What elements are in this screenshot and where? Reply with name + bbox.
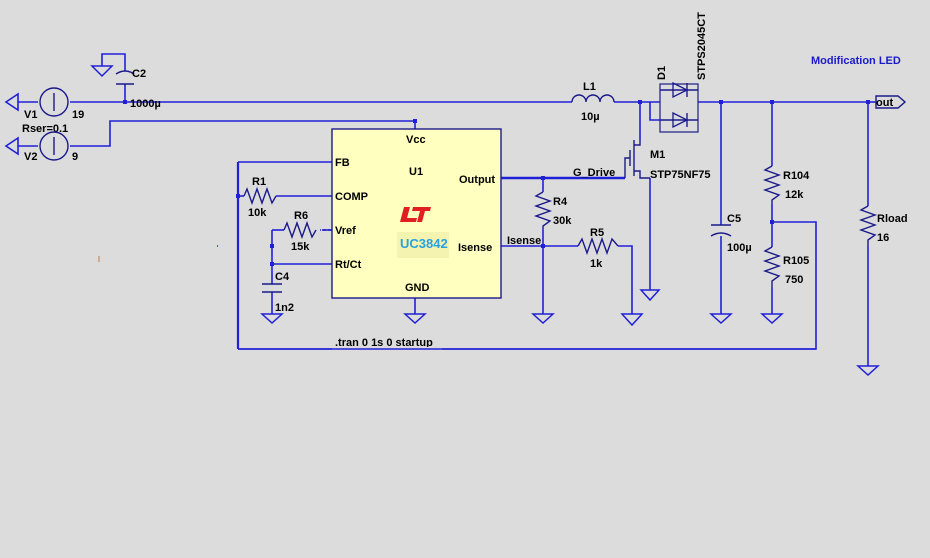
u1-pin-rtct: Rt/Ct <box>335 259 362 271</box>
r5-resistor[interactable]: R5 1k <box>577 227 619 270</box>
c2-capacitor[interactable]: C2 1000µ <box>115 68 161 110</box>
net-label-gdrive[interactable]: G_Drive <box>573 167 615 179</box>
l1-name: L1 <box>583 81 596 93</box>
r1-resistor[interactable]: R1 10k <box>243 176 277 219</box>
modification-led-annotation[interactable]: Modification LED <box>811 55 901 67</box>
r105-name: R105 <box>783 255 809 267</box>
v1-source[interactable]: V1 19 Rser=0.1 <box>4 87 84 135</box>
d1-diode[interactable]: D1 STPS2045CT <box>656 12 708 133</box>
lt-logo-icon <box>400 207 431 222</box>
c5-name: C5 <box>727 213 741 225</box>
c4-value: 1n2 <box>275 302 294 314</box>
u1-pin-comp: COMP <box>335 191 368 203</box>
out-port-label: out <box>876 97 893 109</box>
m1-name: M1 <box>650 149 665 161</box>
u1-pin-gnd: GND <box>405 282 430 294</box>
c2-name: C2 <box>132 68 146 80</box>
out-port[interactable]: out <box>875 95 907 109</box>
u1-controller-ic[interactable]: Vcc U1 FB COMP Vref Rt/Ct Output Isense … <box>320 128 502 299</box>
rload-resistor[interactable]: Rload 16 <box>858 205 908 246</box>
junctions <box>123 100 870 266</box>
r5-value: 1k <box>590 258 603 270</box>
r1-value: 10k <box>248 207 267 219</box>
u1-pin-isense: Isense <box>458 242 492 254</box>
u1-pin-output: Output <box>459 174 495 186</box>
r104-resistor[interactable]: R104 12k <box>762 165 810 204</box>
net-label-isense[interactable]: Isense <box>507 235 541 247</box>
m1-value: STP75NF75 <box>650 169 711 181</box>
v1-name: V1 <box>24 109 37 121</box>
u1-pin-vcc: Vcc <box>406 134 426 146</box>
r104-name: R104 <box>783 170 810 182</box>
l1-value: 10µ <box>581 111 600 123</box>
d1-name: D1 <box>656 66 668 80</box>
rload-value: 16 <box>877 232 889 244</box>
c2-value: 1000µ <box>130 98 161 110</box>
c4-name: C4 <box>275 271 290 283</box>
c4-capacitor[interactable]: C4 1n2 <box>262 271 294 314</box>
d1-value: STPS2045CT <box>696 12 708 80</box>
r105-resistor[interactable]: R105 750 <box>762 246 809 288</box>
u1-pin-fb: FB <box>335 157 350 169</box>
spice-directive[interactable]: .tran 0 1s 0 startup <box>335 337 433 349</box>
u1-name: U1 <box>409 166 423 178</box>
l1-inductor[interactable]: L1 10µ <box>571 81 615 123</box>
u1-pin-vref: Vref <box>335 225 356 237</box>
v1-value: 19 <box>72 109 84 121</box>
r4-resistor[interactable]: R4 30k <box>533 191 572 230</box>
r6-name: R6 <box>294 210 308 222</box>
u1-part-number: UC3842 <box>400 236 448 251</box>
r6-value: 15k <box>291 241 310 253</box>
m1-mosfet[interactable]: M1 STP75NF75 <box>624 140 711 181</box>
c5-value: 100µ <box>727 242 752 254</box>
r4-value: 30k <box>553 215 572 227</box>
v2-value: 9 <box>72 151 78 163</box>
v2-name: V2 <box>24 151 37 163</box>
wires <box>70 53 876 366</box>
v2-source[interactable]: V2 9 <box>4 131 78 163</box>
r1-name: R1 <box>252 176 266 188</box>
c5-capacitor[interactable]: C5 100µ <box>710 213 752 254</box>
r105-value: 750 <box>785 274 803 286</box>
r104-value: 12k <box>785 189 804 201</box>
r6-resistor[interactable]: R6 15k <box>283 210 317 253</box>
r4-name: R4 <box>553 196 568 208</box>
rload-name: Rload <box>877 213 908 225</box>
ground-symbols <box>90 65 880 377</box>
r5-name: R5 <box>590 227 604 239</box>
v1-series-resistance: Rser=0.1 <box>22 123 68 135</box>
part-label-bg <box>397 232 449 258</box>
